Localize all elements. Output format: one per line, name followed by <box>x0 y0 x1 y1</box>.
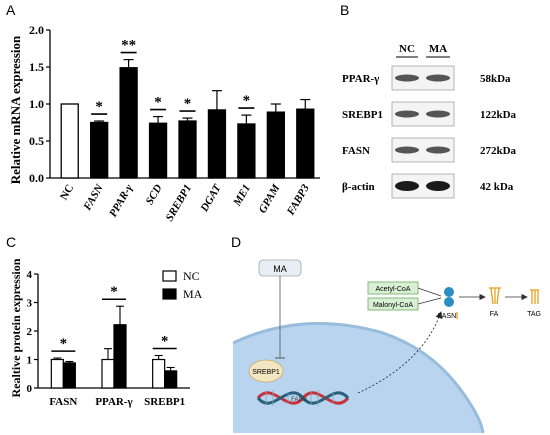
chart-c-legend-swatch <box>162 288 177 300</box>
chart-a-category-label: GPAM <box>257 181 283 215</box>
panel-d-label: D <box>231 234 242 250</box>
chart-a-ytick-label: 0.5 <box>29 134 44 148</box>
chart-a-category-label: DGAT <box>198 181 224 214</box>
fa-label: FA <box>490 311 499 318</box>
chart-a-bar <box>266 111 285 179</box>
chart-a-bar <box>207 109 227 179</box>
blot-band-nc <box>395 146 419 154</box>
panel-a-label: A <box>6 2 16 18</box>
ma-label: MA <box>273 264 287 274</box>
chart-a-category-label: FASN <box>81 182 106 214</box>
chart-a-ylabel: Relative mRNA expression <box>8 35 23 184</box>
chart-a-category-label: ME1 <box>231 183 253 209</box>
blot-band-nc <box>395 74 419 82</box>
chart-a-bar <box>60 103 79 179</box>
blot-size-label: 122kDa <box>480 109 517 121</box>
chart-a-bar <box>119 67 138 179</box>
blot-band-ma <box>426 181 450 191</box>
chart-a-ytick-label: 0.0 <box>29 171 44 185</box>
fasn-enzyme <box>444 287 454 297</box>
fasn-gene-label: FASN <box>291 397 307 403</box>
chart-a-ytick-label: 1.0 <box>29 97 44 111</box>
chart-c-sig-label: * <box>60 336 68 352</box>
panel-c-label: C <box>6 234 17 250</box>
chart-a-ytick-label: 2.0 <box>29 23 44 37</box>
srebp1-protein <box>248 359 284 383</box>
malonyl-coa-label: Malonyl-CoA <box>373 302 413 309</box>
chart-c-bar <box>50 358 64 389</box>
chart-c: 0 1 2 3 4 * FASN * PPAR-γ * SREBP1 NC MA Realtive pr… <box>9 258 203 408</box>
chart-a-sig-label: * <box>95 99 103 115</box>
fasn-protein-label: FASN <box>438 313 456 320</box>
chart-a-ytick-label: 1.5 <box>29 60 44 74</box>
chart-c-sig-label: * <box>161 334 169 350</box>
chart-a-sig-label: * <box>154 95 162 111</box>
chart-c-bar <box>152 358 166 389</box>
chart-a-category-label: FABP3 <box>284 182 312 218</box>
blot-row-label: SREBP1 <box>342 109 383 121</box>
chart-c-ytick-label: 0 <box>27 383 33 395</box>
mechanism-diagram: MA SREBP1 FASN Acetyl-CoA Malonyl-CoA FA… <box>233 248 548 433</box>
srebp1-label: SREBP1 <box>252 369 280 376</box>
blot-band-nc <box>395 110 419 118</box>
chart-a-category-label: SREBP1 <box>164 183 195 224</box>
chart-c-ylabel: Realtive protein expression <box>9 258 23 397</box>
acetyl-coa-label: Acetyl-CoA <box>375 286 410 293</box>
blot-header-nc: NC <box>399 43 415 55</box>
blot-header-ma: MA <box>429 43 447 55</box>
chart-c-bar <box>62 362 76 389</box>
nucleus-membrane <box>233 323 483 433</box>
blot-row-label: PPAR-γ <box>342 73 379 85</box>
blot-size-label: 58kDa <box>480 73 511 85</box>
blot-band-nc <box>395 181 419 191</box>
chart-c-bar <box>101 358 115 389</box>
chart-c-bar <box>113 324 127 389</box>
chart-a-bar <box>296 108 315 179</box>
chart-a-sig-label: ** <box>121 38 136 54</box>
blot-size-label: 272kDa <box>480 145 517 157</box>
blot-band-ma <box>426 146 450 154</box>
chart-a-category-label: PPAR-γ <box>107 182 135 219</box>
chart-a-sig-label: * <box>184 96 192 112</box>
triglyceride-icon <box>530 289 539 304</box>
chart-a-sig-label: * <box>243 93 251 109</box>
blot-row-label: FASN <box>342 145 370 157</box>
chart-c-legend-label: NC <box>183 269 200 283</box>
chart-c-sig-label: * <box>110 284 118 300</box>
chart-a-bar <box>237 123 256 179</box>
chart-c-category-label: FASN <box>49 396 77 408</box>
chart-c-category-label: PPAR-γ <box>95 396 132 408</box>
chart-a-category-label: NC <box>58 182 76 202</box>
chart-c-ytick-label: 4 <box>27 269 33 281</box>
dna-strand-blue <box>256 391 350 405</box>
chart-a-category-label: SCD <box>144 182 165 207</box>
chart-c-category-label: SREBP1 <box>144 396 185 408</box>
chart-a-bar <box>90 121 109 179</box>
blot-band-ma <box>426 74 450 82</box>
blot-row-label: β-actin <box>342 181 375 193</box>
chart-c-legend-label: MA <box>183 287 203 301</box>
chart-c-ytick-label: 1 <box>27 355 33 367</box>
tag-label: TAG <box>527 311 541 318</box>
chart-a: 0.0 0.5 1.0 1.5 2.0NC * FASN ** PPAR-γ * SCD * SREBP… <box>8 23 320 224</box>
expression-arrow <box>357 311 443 394</box>
chart-c-ytick-label: 3 <box>27 298 33 310</box>
blot-size-label: 42 kDa <box>480 181 514 193</box>
blot-band-ma <box>426 110 450 118</box>
chart-c-ytick-label: 2 <box>27 326 33 338</box>
fatty-acid-icon <box>489 287 501 305</box>
chart-a-bar <box>178 120 197 179</box>
chart-c-bar <box>164 370 178 389</box>
panel-b-label: B <box>340 2 350 18</box>
chart-a-bar <box>148 122 168 179</box>
chart-c-legend-swatch <box>162 270 177 282</box>
